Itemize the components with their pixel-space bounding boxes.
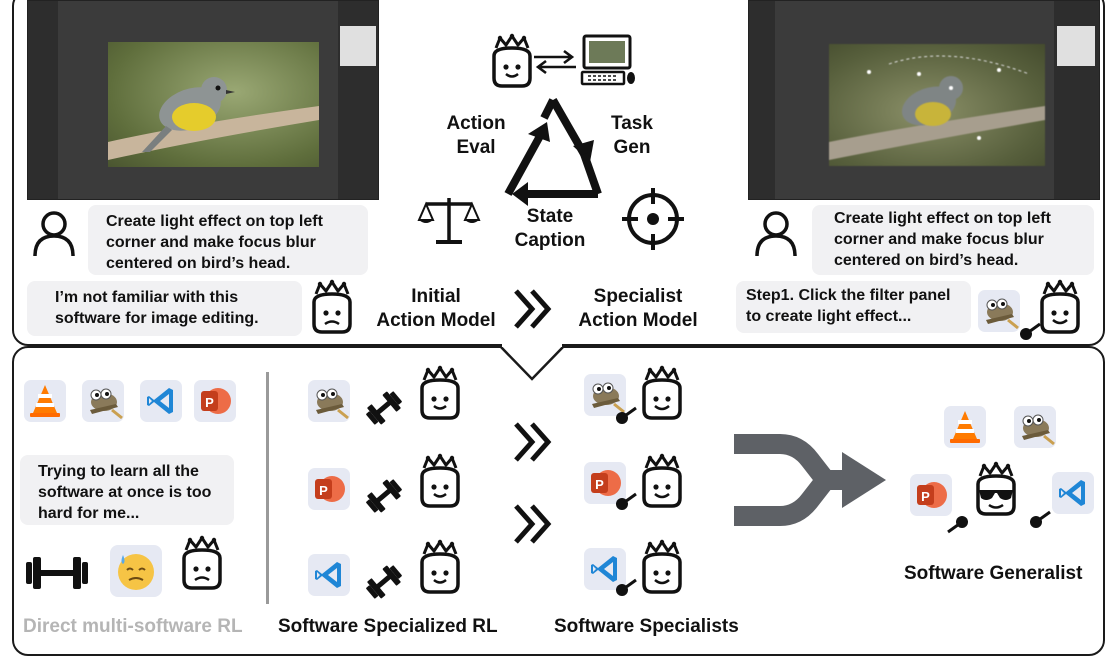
sunglasses-icon [979,490,1013,500]
double-chevron-icon [514,289,552,329]
gimp-icon [80,378,126,424]
vscode-icon [308,554,350,596]
user-icon [33,211,75,258]
specialist-robot-icon [642,452,682,508]
cycle-robot-icon [492,32,532,88]
magnifier-icon [1018,322,1042,342]
specialists-label: Software Specialists [554,616,739,637]
magnifier-icon [614,406,638,426]
vlc-icon [944,406,986,448]
cycle-arrows-icon [504,98,602,206]
crosshair-icon [622,188,684,250]
specialist-agent-bubble: Step1. Click the filter panel to create … [736,281,971,333]
specialized-rl-label: Software Specialized RL [278,616,498,637]
bird-photo [108,42,319,167]
specialist-robot-icon [642,364,682,420]
gimp-screenshot-before [27,0,379,200]
vscode-icon [1052,472,1094,514]
section-divider [266,372,269,604]
magnifier-icon [614,578,638,598]
vlc-icon [24,380,66,422]
magnifier-icon [614,492,638,512]
specialist-agent-text: Step1. Click the filter panel to create … [746,287,951,325]
magnifier-icon [1028,510,1052,530]
initial-agent-text: I’m not familiar with this software for … [55,289,259,327]
struggling-robot-icon [182,534,222,590]
training-robot-icon [420,452,460,508]
merge-arrow-icon [734,434,886,526]
vscode-icon [140,380,182,422]
double-chevron-icon [514,422,552,462]
initial-model-label: Initial Action Model [376,286,496,331]
initial-agent-bubble: I’m not familiar with this software for … [27,281,302,336]
specialist-robot-icon [1040,278,1080,334]
gimp-screenshot-after [748,0,1100,200]
magnifier-icon [946,514,970,534]
generalist-label: Software Generalist [904,563,1083,584]
user-prompt-text: Create light effect on top left corner a… [106,213,323,272]
state-caption-label: State Caption [514,206,586,251]
sweat-face-icon [110,545,162,597]
balance-scale-icon [417,198,481,244]
gimp-icon [306,378,352,424]
powerpoint-icon [194,380,236,422]
gimp-icon [1012,404,1058,450]
generalist-robot-icon [976,460,1016,516]
user-icon [755,211,797,258]
exchange-arrows-icon [534,49,576,75]
user-prompt-bubble-left: Create light effect on top left corner a… [88,205,368,275]
training-robot-icon [420,538,460,594]
training-dumbbell-icon [363,562,405,602]
training-dumbbell-icon [363,388,405,428]
panel-notch [499,343,565,381]
blurred-bird-photo [829,44,1045,166]
gimp-icon [976,288,1022,334]
dumbbell-icon [26,557,88,589]
user-prompt-text: Create light effect on top left corner a… [834,210,1051,269]
initial-robot-icon [312,278,352,334]
direct-rl-bubble: Trying to learn all the software at once… [20,455,234,525]
action-eval-label: Action Eval [446,113,506,158]
task-gen-label: Task Gen [611,113,653,158]
powerpoint-icon [308,468,350,510]
direct-rl-label: Direct multi-software RL [23,616,243,637]
computer-icon [580,34,635,86]
training-robot-icon [420,364,460,420]
double-chevron-icon [514,504,552,544]
specialist-model-label: Specialist Action Model [578,286,698,331]
specialist-robot-icon [642,538,682,594]
direct-rl-text: Trying to learn all the software at once… [38,463,212,522]
user-prompt-bubble-right: Create light effect on top left corner a… [812,205,1094,275]
training-dumbbell-icon [363,476,405,516]
